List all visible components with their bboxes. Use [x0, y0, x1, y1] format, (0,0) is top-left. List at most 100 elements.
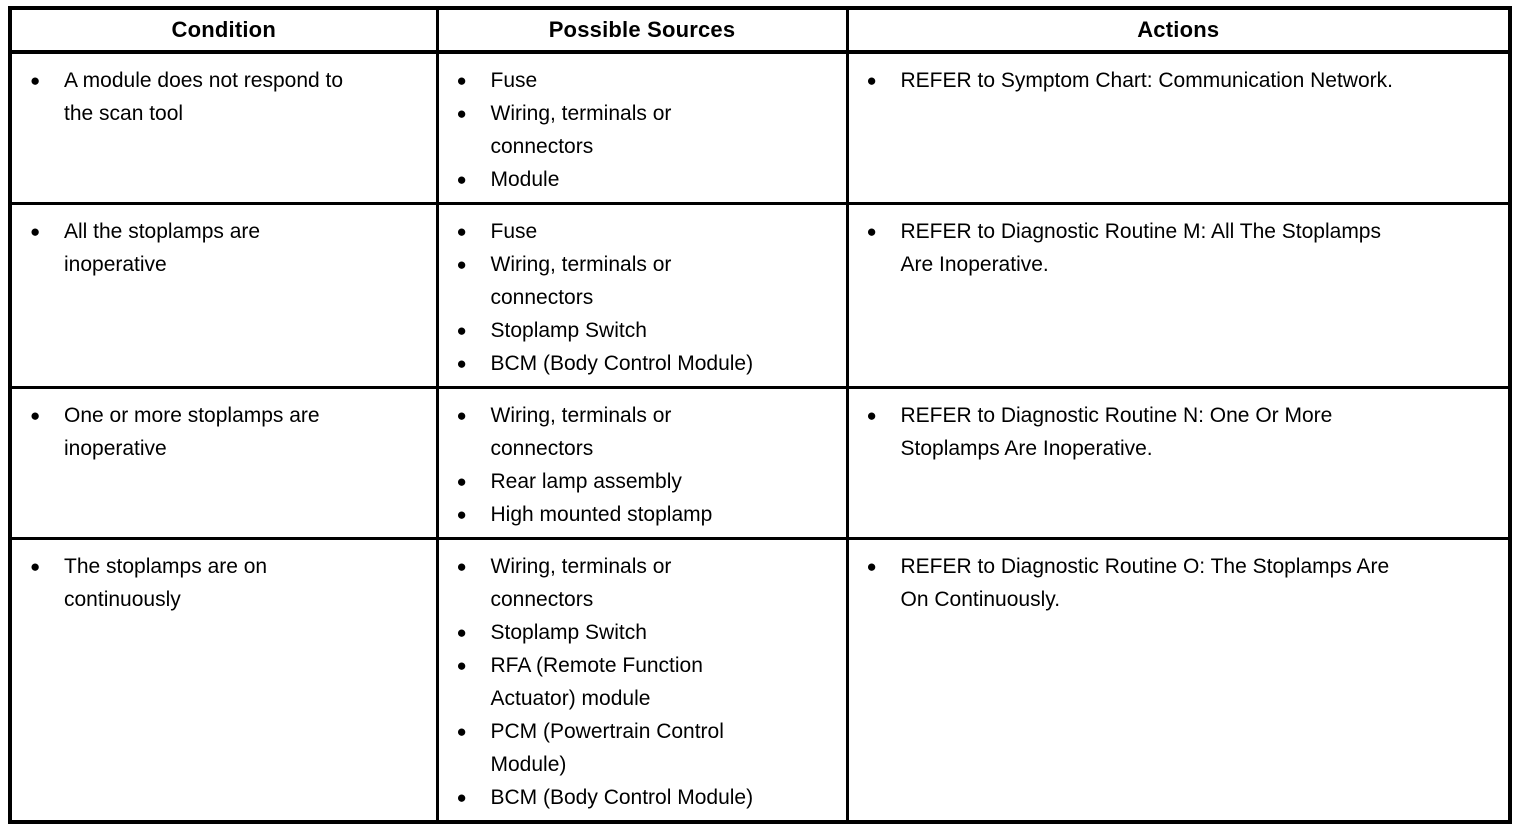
header-row: Condition Possible Sources Actions — [8, 6, 1512, 54]
condition-list: ● All the stoplamps are inoperative — [30, 215, 430, 281]
list-item-text: REFER to Diagnostic Routine M: All The S… — [900, 220, 1382, 276]
cell-actions: ● REFER to Diagnostic Routine O: The Stop… — [845, 537, 1512, 824]
cell-sources: ● Wiring, terminals or connectors ● Stoplam… — [435, 537, 849, 824]
list-item-text: Stoplamp Switch — [490, 319, 647, 342]
actions-list: ● REFER to Diagnostic Routine N: One Or M… — [867, 399, 1503, 465]
list-item-text: A module does not respond to the scan to… — [64, 69, 344, 125]
bullet-icon: ● — [866, 71, 877, 90]
cell-actions: ● REFER to Diagnostic Routine M: All The … — [845, 202, 1512, 389]
cell-sources: ● Fuse ● Wiring, terminals or connectors ● St… — [435, 202, 849, 389]
list-item: ● REFER to Diagnostic Routine M: All The … — [867, 215, 1503, 281]
sources-list: ● Wiring, terminals or connectors ● Rear la… — [457, 399, 840, 531]
cell-sources: ● Wiring, terminals or connectors ● Rear la… — [435, 386, 849, 540]
list-item: ● Stoplamp Switch — [457, 314, 840, 347]
table-row: ● A module does not respond to the scan t… — [8, 50, 1512, 205]
condition-list: ● The stoplamps are on continuously — [30, 550, 430, 616]
bullet-icon: ● — [456, 321, 467, 340]
bullet-icon: ● — [456, 472, 467, 491]
bullet-icon: ● — [456, 623, 467, 642]
col-header-possible-sources: Possible Sources — [435, 6, 849, 54]
col-header-condition: Condition — [8, 6, 439, 54]
list-item-text: Stoplamp Switch — [490, 621, 647, 644]
bullet-icon: ● — [456, 557, 467, 576]
list-item-text: BCM (Body Control Module) — [490, 786, 754, 809]
list-item-text: Wiring, terminals or connectors — [490, 555, 672, 611]
list-item: ● BCM (Body Control Module) — [457, 781, 840, 814]
list-item: ● RFA (Remote Function Actuator) module — [457, 649, 840, 715]
bullet-icon: ● — [456, 255, 467, 274]
bullet-icon: ● — [456, 722, 467, 741]
list-item: ● One or more stoplamps are inoperative — [30, 399, 430, 465]
bullet-icon: ● — [456, 170, 467, 189]
bullet-icon: ● — [456, 222, 467, 241]
bullet-icon: ● — [866, 406, 877, 425]
bullet-icon: ● — [456, 104, 467, 123]
list-item: ●High mounted stoplamp — [457, 498, 840, 531]
bullet-icon: ● — [30, 71, 41, 90]
list-item: ● Wiring, terminals or connectors — [457, 399, 840, 465]
col-header-actions: Actions — [845, 6, 1512, 54]
list-item-text: One or more stoplamps are inoperative — [64, 404, 320, 460]
diagnostic-table-container: Condition Possible Sources Actions ● A mo… — [8, 6, 1512, 824]
condition-list: ● One or more stoplamps are inoperative — [30, 399, 430, 465]
list-item: ● Fuse — [457, 64, 840, 97]
list-item-text: Wiring, terminals or connectors — [490, 253, 672, 309]
list-item: ● Wiring, terminals or connectors — [457, 97, 840, 163]
list-item: ● Rear lamp assembly — [457, 465, 840, 498]
list-item-text: The stoplamps are on continuously — [64, 555, 268, 611]
list-item-text: Wiring, terminals or connectors — [490, 102, 672, 158]
list-item: ● The stoplamps are on continuously — [30, 550, 430, 616]
actions-list: ● REFER to Diagnostic Routine O: The Stop… — [867, 550, 1503, 616]
bullet-icon: ● — [30, 406, 41, 425]
list-item: ● PCM (Powertrain Control Module) — [457, 715, 840, 781]
list-item-text: BCM (Body Control Module) — [490, 352, 754, 375]
list-item-text: REFER to Diagnostic Routine O: The Stopl… — [900, 555, 1390, 611]
table-body: ● A module does not respond to the scan t… — [8, 50, 1512, 824]
list-item-text: PCM (Powertrain Control Module) — [490, 720, 724, 776]
bullet-icon: ● — [30, 222, 41, 241]
sources-list: ● Fuse ● Wiring, terminals or connectors ● St… — [457, 215, 840, 380]
list-item-text: RFA (Remote Function Actuator) module — [490, 654, 703, 710]
sources-list: ● Fuse ● Wiring, terminals or connectors ● Mo… — [457, 64, 840, 196]
list-item-text: REFER to Symptom Chart: Communication Ne… — [900, 69, 1393, 92]
list-item-text: All the stoplamps are inoperative — [64, 220, 261, 276]
cell-condition: ● One or more stoplamps are inoperative — [8, 386, 439, 540]
list-item-text: REFER to Diagnostic Routine N: One Or Mo… — [900, 404, 1333, 460]
cell-sources: ● Fuse ● Wiring, terminals or connectors ● Mo… — [435, 50, 849, 205]
actions-list: ● REFER to Symptom Chart: Communication N… — [867, 64, 1503, 97]
list-item-text: Module — [490, 168, 560, 191]
sources-list: ● Wiring, terminals or connectors ● Stoplam… — [457, 550, 840, 814]
list-item: ● All the stoplamps are inoperative — [30, 215, 430, 281]
cell-actions: ● REFER to Symptom Chart: Communication N… — [845, 50, 1512, 205]
bullet-icon: ● — [456, 788, 467, 807]
table-row: ● The stoplamps are on continuously ● Wirin… — [8, 537, 1512, 824]
bullet-icon: ● — [30, 557, 41, 576]
list-item-text: Fuse — [490, 220, 538, 243]
list-item: ● Wiring, terminals or connectors — [457, 248, 840, 314]
bullet-icon: ● — [866, 222, 877, 241]
list-item-text: Rear lamp assembly — [490, 470, 682, 493]
actions-list: ● REFER to Diagnostic Routine M: All The … — [867, 215, 1503, 281]
list-item: ● Stoplamp Switch — [457, 616, 840, 649]
symptom-chart-table: Condition Possible Sources Actions ● A mo… — [8, 6, 1512, 824]
bullet-icon: ● — [456, 406, 467, 425]
list-item: ● Wiring, terminals or connectors — [457, 550, 840, 616]
bullet-icon: ● — [456, 71, 467, 90]
table-row: ● One or more stoplamps are inoperative ● W… — [8, 386, 1512, 540]
list-item: ● Fuse — [457, 215, 840, 248]
list-item-text: Fuse — [490, 69, 538, 92]
cell-actions: ● REFER to Diagnostic Routine N: One Or M… — [845, 386, 1512, 540]
bullet-icon: ● — [456, 656, 467, 675]
list-item: ● REFER to Diagnostic Routine O: The Stop… — [867, 550, 1503, 616]
bullet-icon: ● — [866, 557, 877, 576]
cell-condition: ● All the stoplamps are inoperative — [8, 202, 439, 389]
list-item: ● REFER to Symptom Chart: Communication N… — [867, 64, 1503, 97]
list-item-text: High mounted stoplamp — [490, 503, 713, 526]
bullet-icon: ● — [456, 354, 467, 373]
cell-condition: ● The stoplamps are on continuously — [8, 537, 439, 824]
condition-list: ● A module does not respond to the scan t… — [30, 64, 430, 130]
list-item: ● BCM (Body Control Module) — [457, 347, 840, 380]
list-item-text: Wiring, terminals or connectors — [490, 404, 672, 460]
list-item: ● REFER to Diagnostic Routine N: One Or M… — [867, 399, 1503, 465]
list-item: ● A module does not respond to the scan t… — [30, 64, 430, 130]
